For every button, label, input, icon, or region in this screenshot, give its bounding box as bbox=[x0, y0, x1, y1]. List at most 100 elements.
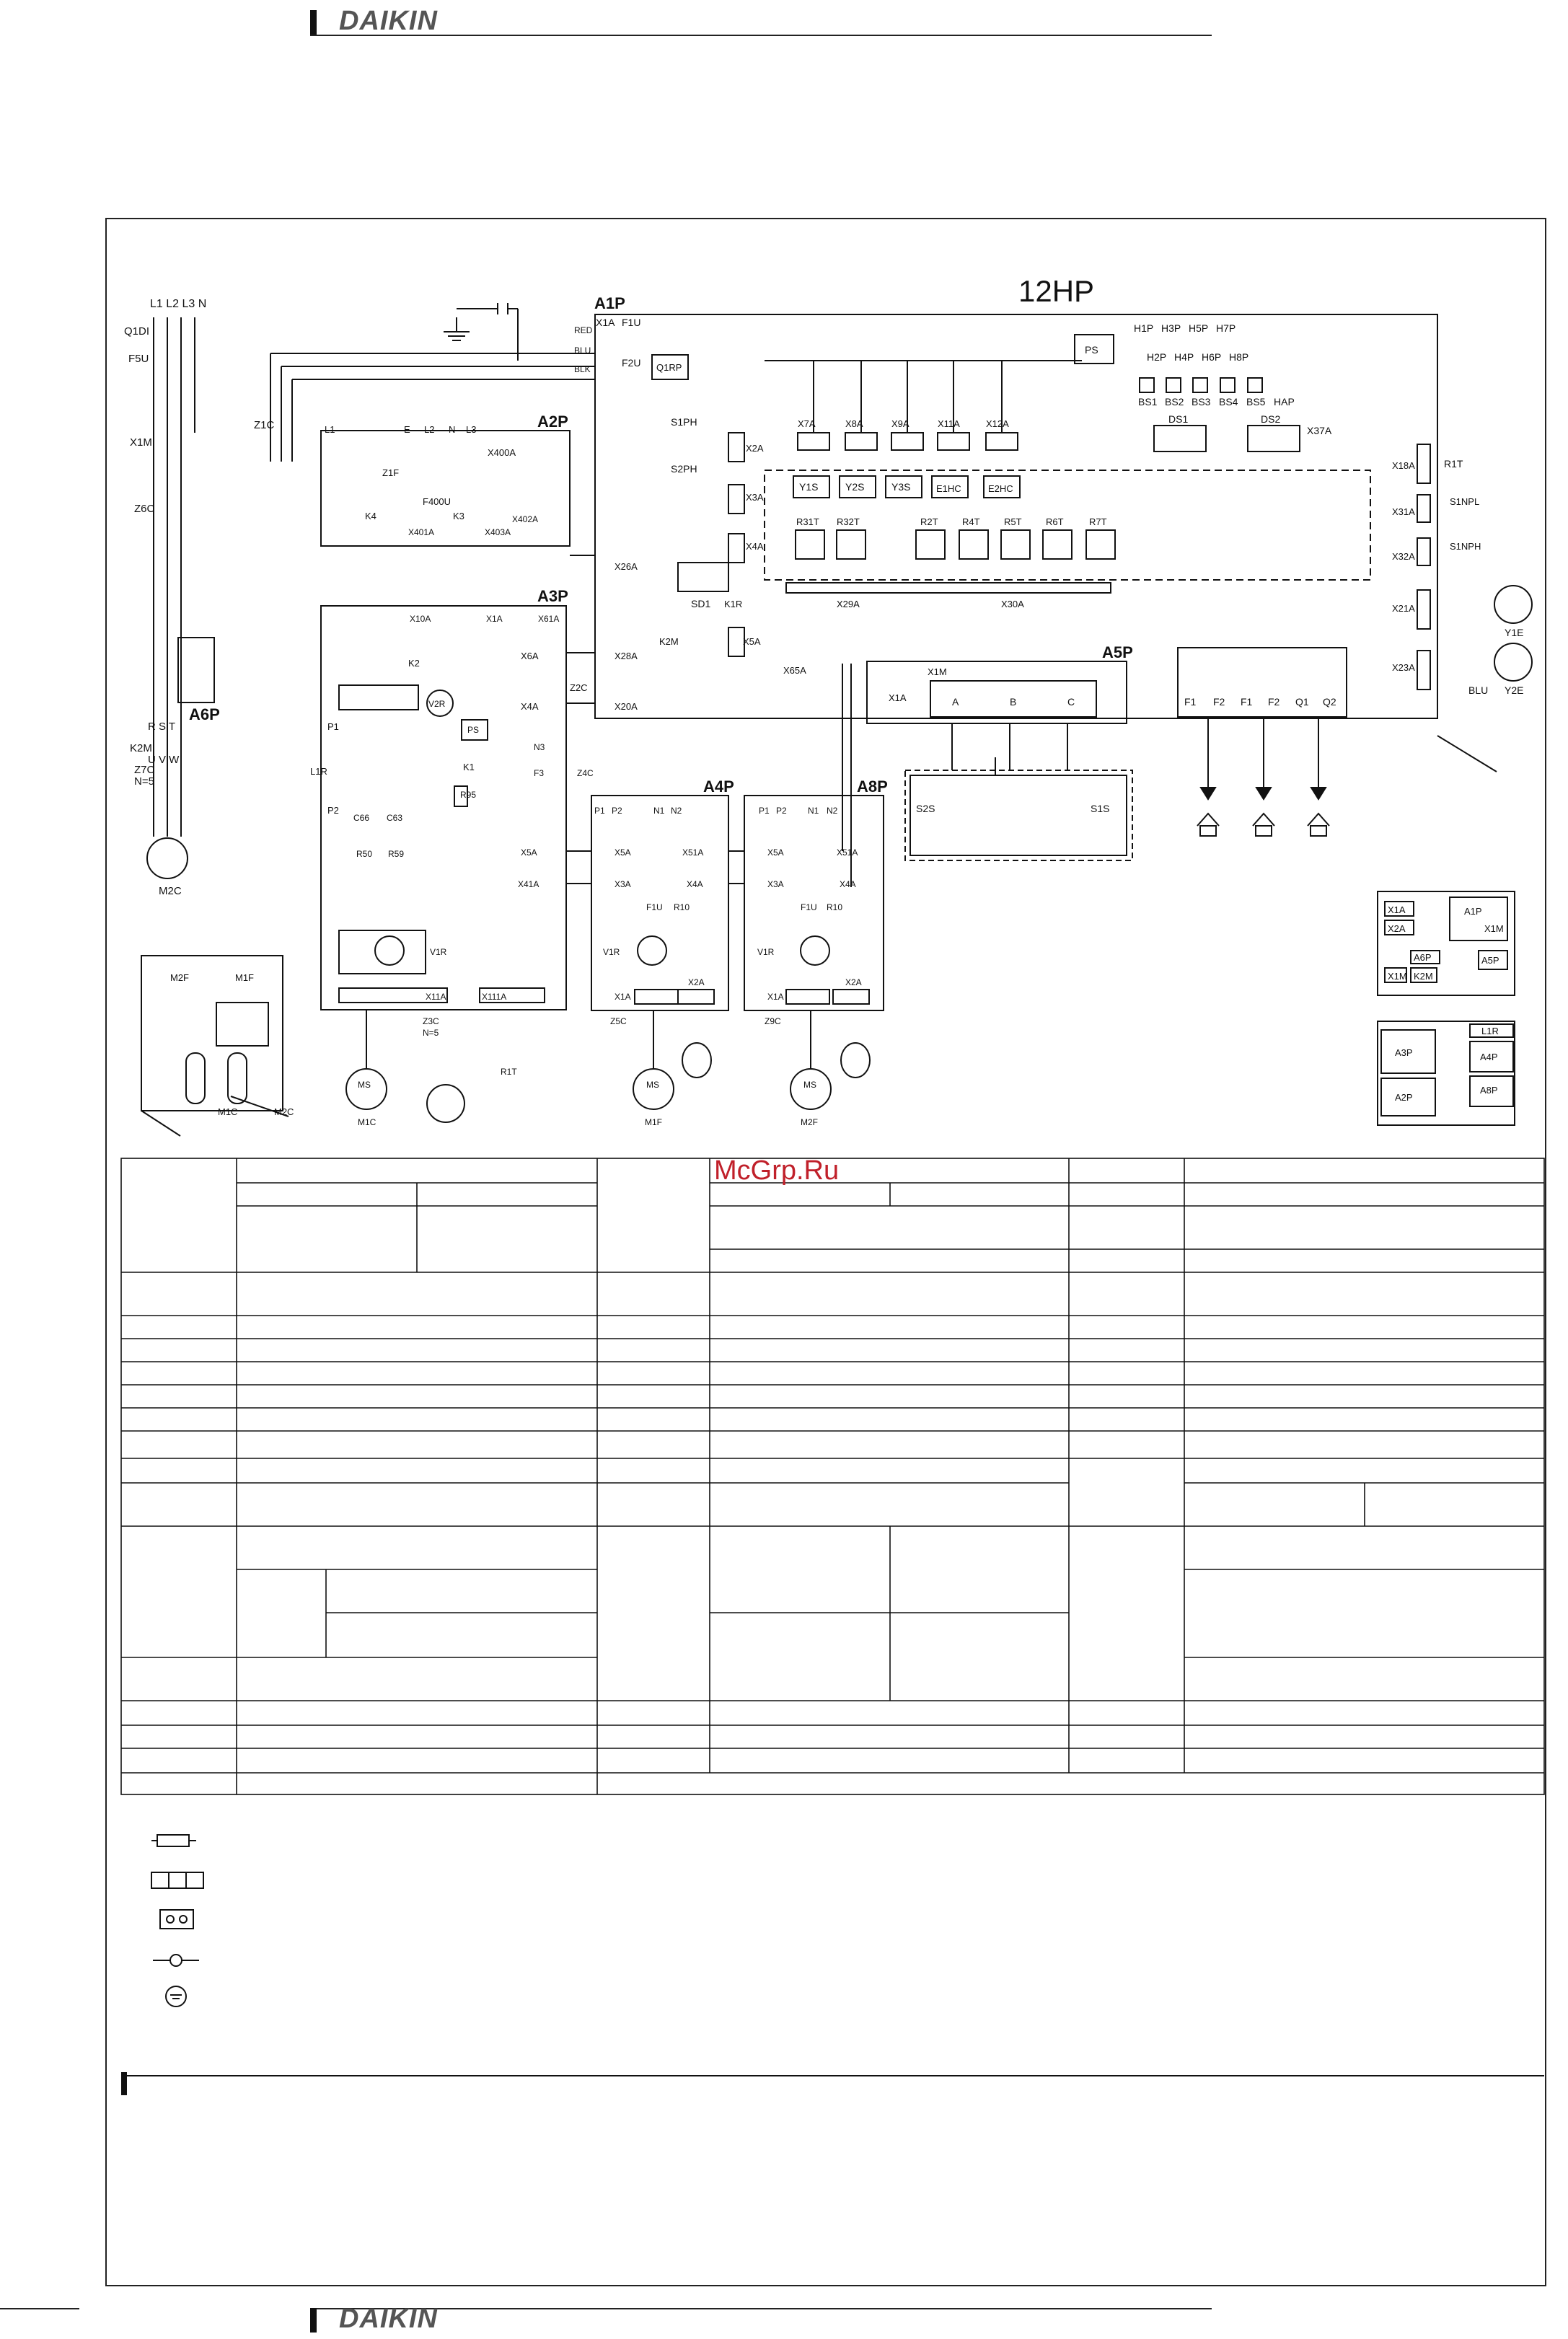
a8p-label-15: M2F bbox=[801, 1117, 818, 1127]
switch-label-0: BS1 bbox=[1138, 396, 1158, 408]
sensor-label-6: R7T bbox=[1089, 516, 1107, 527]
sensor-label-1: R32T bbox=[837, 516, 860, 527]
power-label-4: Z1C bbox=[254, 419, 275, 431]
a2p-label-1: F400U bbox=[423, 496, 451, 507]
valve-label-2: X9A bbox=[891, 418, 909, 429]
valve-label-4: X12A bbox=[986, 418, 1009, 429]
a3p-label-19: X111A bbox=[482, 992, 506, 1002]
a8p-label-8: F1U bbox=[801, 902, 817, 912]
sensor-label-5: R6T bbox=[1046, 516, 1064, 527]
right-label-7: Y1E bbox=[1505, 627, 1523, 638]
footer-left-rule bbox=[0, 2308, 79, 2309]
a1p-label-14: X26A bbox=[615, 561, 638, 572]
valve-label-8: E1HC bbox=[936, 483, 961, 494]
a4p-label-2: N1 bbox=[653, 806, 665, 816]
valve-label-9: E2HC bbox=[988, 483, 1013, 494]
power-label-10: U V W bbox=[148, 754, 180, 766]
power-label-3: X1M bbox=[130, 436, 152, 449]
switch-label-2: BS3 bbox=[1192, 396, 1211, 408]
a2p-label-7: X403A bbox=[485, 527, 511, 537]
power-label-1: Q1DI bbox=[124, 325, 149, 338]
valve-label-6: Y2S bbox=[845, 481, 864, 493]
wire-color-0: RED bbox=[574, 325, 593, 335]
a1p-label-20: Z2C bbox=[570, 682, 588, 693]
right-label-4: X32A bbox=[1392, 551, 1415, 562]
a3p-label-11: C66 bbox=[353, 813, 369, 823]
layout-label-11: A2P bbox=[1395, 1092, 1413, 1103]
power-label-9: R S T bbox=[148, 721, 175, 733]
label-a2p: A2P bbox=[537, 413, 568, 431]
a5p-label-1: A bbox=[952, 696, 959, 708]
a2p-label-2: K3 bbox=[453, 511, 464, 521]
a5p-label-6: S1S bbox=[1091, 803, 1109, 814]
a8p-label-11: X1A bbox=[767, 992, 784, 1002]
right-label-9: Y2E bbox=[1505, 684, 1523, 696]
power-label-6: Z7C bbox=[134, 764, 155, 776]
led-label-3: H7P bbox=[1216, 322, 1236, 334]
label-a3p: A3P bbox=[537, 587, 568, 605]
a4p-label-12: X2A bbox=[688, 977, 705, 987]
a4p-label-3: N2 bbox=[671, 806, 682, 816]
a3p-label-25: Z4C bbox=[577, 768, 594, 778]
a3p-label-20: Z3C bbox=[423, 1016, 439, 1026]
layout-label-1: X2A bbox=[1388, 923, 1406, 934]
a8p-label-13: Z9C bbox=[765, 1016, 781, 1026]
a4p-label-6: X3A bbox=[615, 879, 631, 889]
layout-label-10: A4P bbox=[1480, 1052, 1498, 1062]
a8p-board bbox=[744, 795, 884, 1011]
legend-table bbox=[120, 1158, 1545, 1795]
a4p-label-14: MS bbox=[646, 1080, 659, 1090]
led-label-4: H2P bbox=[1147, 351, 1166, 363]
a8p-label-12: X2A bbox=[845, 977, 862, 987]
a3p-label-3: K2 bbox=[408, 658, 420, 669]
right-label-5: S1NPH bbox=[1450, 541, 1481, 552]
header-logo: DAIKIN bbox=[339, 6, 438, 36]
led-label-5: H4P bbox=[1174, 351, 1194, 363]
a1p-label-15: X28A bbox=[615, 651, 638, 661]
switch-label-5: HAP bbox=[1274, 396, 1295, 408]
a2p-board bbox=[320, 430, 571, 547]
label-a5p: A5P bbox=[1102, 643, 1133, 661]
right-label-6: X21A bbox=[1392, 603, 1415, 614]
footer-logo-mark bbox=[310, 2308, 317, 2333]
a1p-label-12: K1R bbox=[724, 599, 742, 609]
a4p-label-10: V1R bbox=[603, 947, 620, 957]
valve-label-3: X11A bbox=[938, 418, 960, 429]
a3p-label-14: R59 bbox=[388, 849, 404, 859]
valve-label-1: X8A bbox=[845, 418, 863, 429]
layout-label-6: X1M bbox=[1388, 971, 1407, 982]
a1p-label-1: F1U bbox=[622, 317, 640, 328]
a4p-label-11: X1A bbox=[615, 992, 631, 1002]
a8p-label-6: X3A bbox=[767, 879, 784, 889]
sensor-label-7: X29A bbox=[837, 599, 860, 609]
power-label-2: F5U bbox=[128, 353, 149, 365]
a5p-label-5: S2S bbox=[916, 803, 935, 814]
wire-color-2: BLK bbox=[574, 364, 591, 374]
a5p-label-0: X1M bbox=[928, 666, 947, 677]
a1p-label-3: Q1RP bbox=[656, 362, 682, 373]
sensor-label-3: R4T bbox=[962, 516, 980, 527]
layout-label-3: X1M bbox=[1484, 923, 1504, 934]
a4p-label-7: X4A bbox=[687, 879, 703, 889]
a4p-label-1: P2 bbox=[612, 806, 622, 816]
switch-box-dashed bbox=[904, 770, 1133, 861]
a3p-label-9: K1 bbox=[463, 762, 475, 772]
a1p-label-18: X4A bbox=[521, 701, 539, 712]
a1p-label-2: F2U bbox=[622, 357, 640, 369]
a1p-label-0: X1A bbox=[596, 317, 615, 328]
a8p-label-0: P1 bbox=[759, 806, 770, 816]
a4p-board bbox=[591, 795, 729, 1011]
label-a8p: A8P bbox=[857, 778, 888, 796]
a2p-label-4: X400A bbox=[488, 447, 516, 458]
a1p-label-6: S2PH bbox=[671, 463, 697, 475]
a5p-label-3: C bbox=[1067, 696, 1075, 708]
a2p-label-6: X402A bbox=[512, 514, 538, 524]
a4p-label-9: R10 bbox=[674, 902, 690, 912]
a3p-label-10: R95 bbox=[460, 790, 476, 800]
term-label-5: Q2 bbox=[1323, 696, 1336, 708]
valve-label-0: X7A bbox=[798, 418, 816, 429]
a2p-label-9: E bbox=[404, 424, 410, 435]
a2p-label-3: K4 bbox=[365, 511, 376, 521]
led-label-7: H8P bbox=[1229, 351, 1248, 363]
